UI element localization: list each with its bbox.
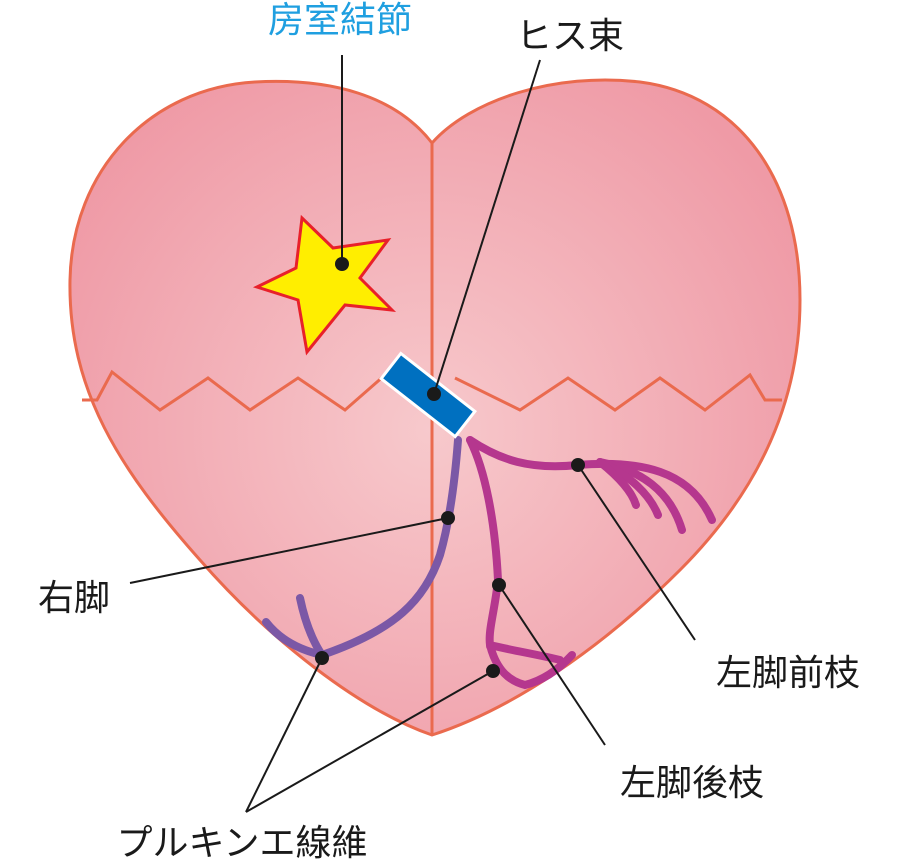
label-his-bundle: ヒス束 [516,16,624,57]
left-bundle-branch [466,436,716,690]
label-av-node: 房室結節 [268,0,412,41]
anterior-fascicle-dot [571,458,585,472]
label-left-anterior-fascicle: 左脚前枝 [716,653,860,694]
leader-lines [129,55,696,813]
right-branch-dot [441,511,455,525]
purkinje-dot-right [315,651,329,665]
posterior-fascicle-dot [492,578,506,592]
marker-dots [315,257,585,678]
his-bundle-dot [427,387,441,401]
label-left-posterior-fascicle: 左脚後枝 [620,763,764,804]
purkinje-dot-left [486,664,500,678]
av-groove-zigzag-right [454,372,782,412]
star-icon [252,214,397,356]
label-purkinje-fibers: プルキンエ線維 [117,823,368,862]
right-bundle-branch [262,436,462,659]
av-node-dot [335,257,349,271]
av-groove-zigzag [82,369,426,412]
label-right-bundle-branch: 右脚 [38,578,110,619]
